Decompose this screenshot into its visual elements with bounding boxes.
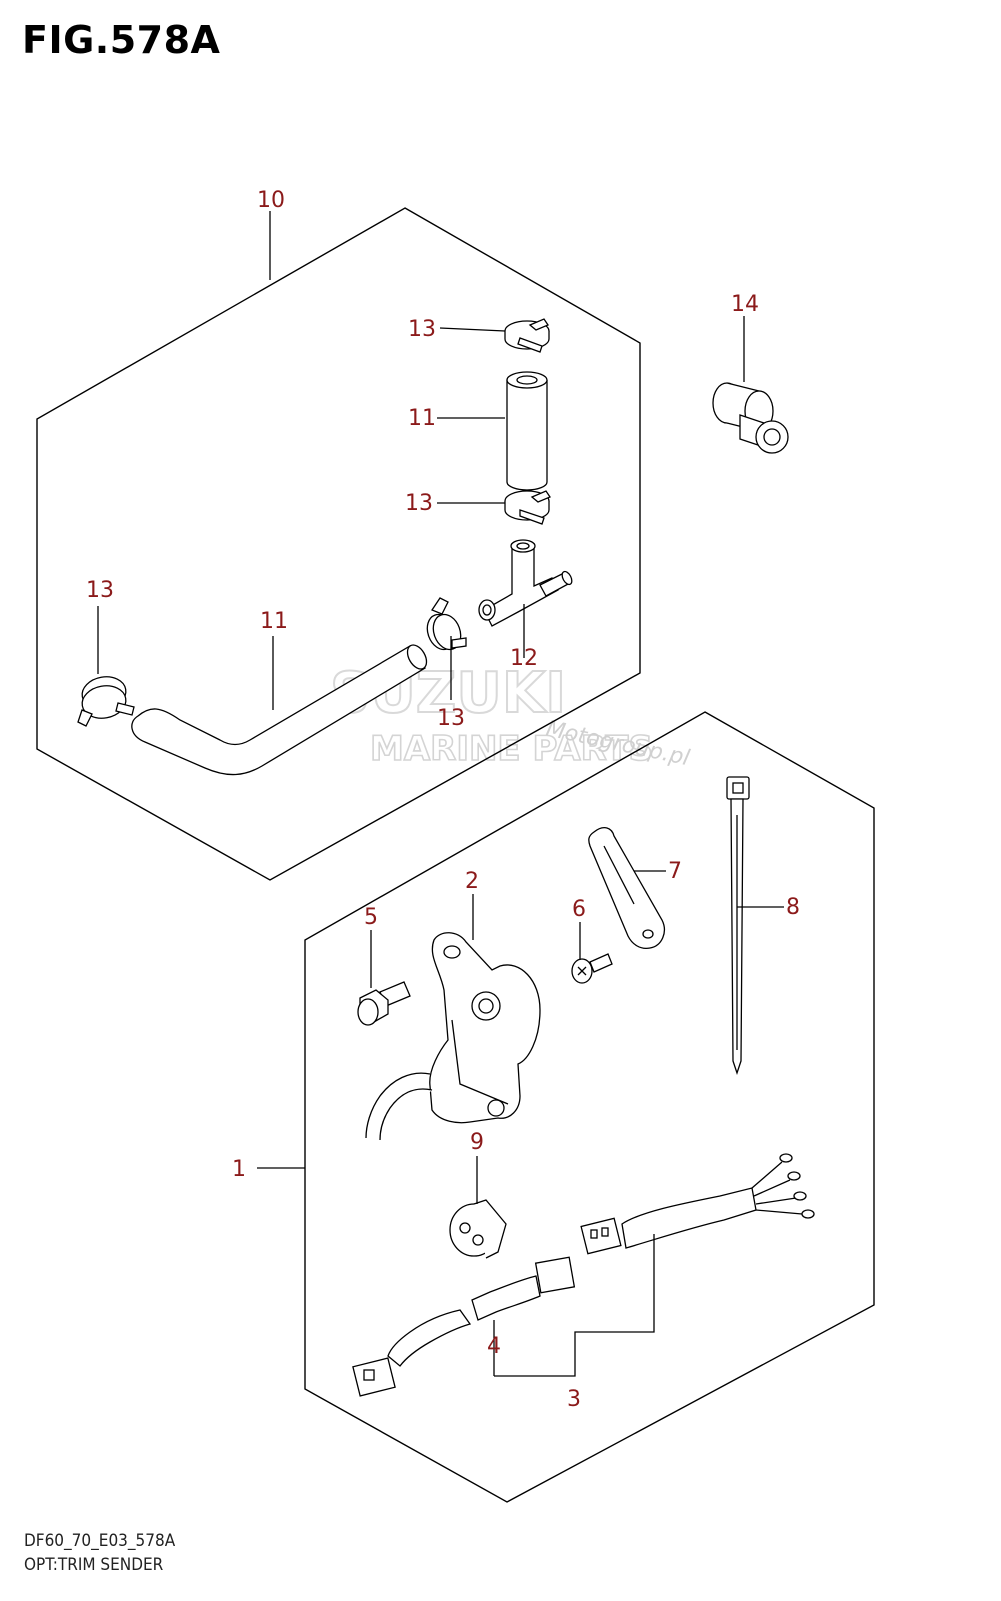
- straight-hose-part: [506, 371, 548, 491]
- callout-3: 3: [567, 1387, 581, 1412]
- callout-11: 11: [408, 406, 436, 431]
- group-outline-10: [36, 207, 641, 881]
- hose-clamp-top-part: [504, 318, 550, 353]
- trim-sensor-part: [365, 932, 541, 1141]
- short-harness-part: [352, 1256, 576, 1397]
- callout-12: 12: [510, 646, 538, 671]
- figure-subtitle: OPT:TRIM SENDER: [24, 1555, 164, 1575]
- callout-8: 8: [786, 895, 800, 920]
- screw-part: [571, 953, 613, 984]
- callout-7: 7: [668, 859, 682, 884]
- callouts: 10 14 13 11 13 13 11 12 13 2 7 6 5 8 9 1…: [86, 188, 800, 1412]
- callout-4: 4: [487, 1334, 501, 1359]
- hose-clamp-mid-part: [504, 490, 551, 525]
- callout-5: 5: [364, 905, 378, 930]
- t-joint-part: [478, 539, 573, 627]
- callout-13: 13: [408, 317, 436, 342]
- cable-tie-part: [726, 776, 750, 1076]
- figure-code: DF60_70_E03_578A: [24, 1531, 176, 1551]
- group-outline-1: [304, 711, 875, 1503]
- leader-lines: [97, 211, 784, 1377]
- callout-2: 2: [465, 869, 479, 894]
- plug-part: [712, 382, 789, 454]
- callout-6: 6: [572, 897, 586, 922]
- callout-11: 11: [260, 609, 288, 634]
- callout-13: 13: [437, 706, 465, 731]
- grommet-part: [449, 1199, 507, 1259]
- callout-10: 10: [257, 188, 285, 213]
- figure-title: FIG.578A: [22, 18, 221, 62]
- hose-clamp-joint-part: [426, 597, 467, 651]
- watermark-line2: MARINE PARTS: [370, 729, 653, 769]
- callout-1: 1: [232, 1157, 246, 1182]
- callout-13: 13: [86, 578, 114, 603]
- bolt-part: [357, 981, 411, 1026]
- clip-strap-part: [588, 826, 665, 950]
- wire-harness-part: [580, 1153, 815, 1255]
- bent-hose-part: [131, 644, 428, 776]
- callout-14: 14: [731, 292, 759, 317]
- callout-9: 9: [470, 1130, 484, 1155]
- callout-13: 13: [405, 491, 433, 516]
- hose-clamp-left-part: [77, 676, 135, 727]
